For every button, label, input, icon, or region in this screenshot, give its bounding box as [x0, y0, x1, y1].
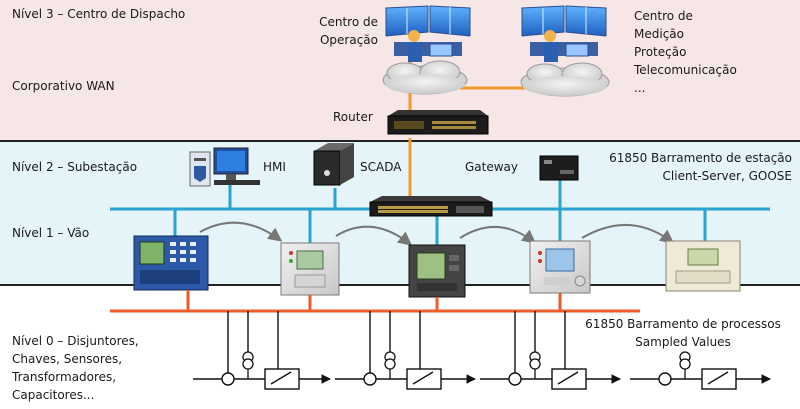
voltage-transformer-icon — [679, 358, 691, 370]
operation-center-label: Centro de Operação — [319, 15, 378, 47]
station-bus-label: 61850 Barramento de estação Client-Serve… — [609, 151, 792, 183]
wan-label: Corporativo WAN — [12, 79, 115, 93]
scada-label: SCADA — [360, 160, 402, 174]
router-icon — [387, 110, 489, 135]
hmi-label: HMI — [263, 160, 286, 174]
level2-label: Nível 2 – Subestação — [12, 160, 138, 174]
protection-relay-icon — [133, 235, 209, 291]
level1-label: Nível 1 – Vão — [12, 226, 90, 240]
gateway-label: Gateway — [465, 160, 519, 174]
circuit-breaker-icon — [701, 368, 737, 390]
protection-relay-icon — [529, 240, 591, 294]
protection-relay-icon — [280, 242, 340, 296]
level3-label: Nível 3 – Centro de Dispacho — [12, 7, 186, 21]
breaker-switch — [270, 371, 292, 385]
breaker-switch — [707, 371, 729, 385]
level0-label: Nível 0 – Disjuntores, Chaves, Sensores,… — [12, 334, 139, 402]
primary-feeders — [193, 311, 771, 390]
current-transformer-icon — [508, 372, 522, 386]
voltage-transformer-icon — [242, 358, 254, 370]
router-label: Router — [333, 110, 373, 124]
current-transformer-icon — [658, 372, 672, 386]
current-transformer-icon — [363, 372, 377, 386]
server-icon — [313, 143, 354, 186]
network-cloud-icon — [382, 60, 468, 95]
level0-band — [0, 285, 800, 409]
breaker-switch — [557, 371, 579, 385]
process-bus — [110, 290, 640, 313]
network-switch-icon — [369, 196, 493, 217]
circuit-breaker-icon — [406, 368, 442, 390]
network-cloud-icon — [520, 62, 610, 97]
control-room-icon — [521, 5, 607, 62]
circuit-breaker-icon — [551, 368, 587, 390]
voltage-transformer-icon — [384, 358, 396, 370]
protection-relay-icon — [408, 244, 466, 298]
workstation-icon — [189, 147, 260, 187]
current-transformer-icon — [221, 372, 235, 386]
breaker-switch — [412, 371, 434, 385]
goose-arrows — [199, 221, 675, 246]
control-room-icon — [385, 5, 471, 62]
measurement-center-label: Centro de Medição Proteção Telecomunicaç… — [634, 9, 737, 95]
protection-relay-icon — [665, 240, 741, 292]
circuit-breaker-icon — [264, 368, 300, 390]
process-bus-label: 61850 Barramento de processos Sampled Va… — [585, 317, 781, 349]
voltage-transformer-icon — [529, 358, 541, 370]
gateway-icon — [539, 155, 579, 181]
